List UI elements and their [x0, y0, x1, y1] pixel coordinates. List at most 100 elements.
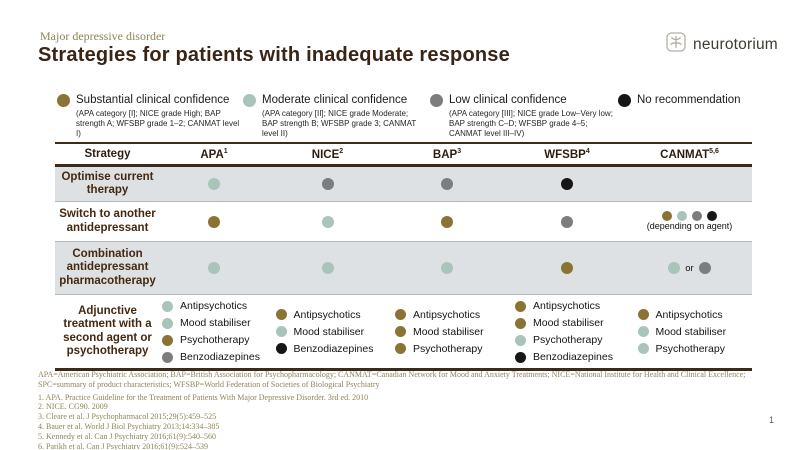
treatment-item: Mood stabiliser — [515, 317, 619, 329]
substantial-confidence-dot — [515, 300, 526, 312]
treatment-label: Benzodiazepines — [293, 342, 374, 355]
recommendation-cell — [160, 242, 268, 294]
legend-detail: (APA category [I]; NICE grade High; BAP … — [76, 109, 240, 138]
treatment-item: Psychotherapy — [162, 334, 266, 346]
treatment-item: Antipsychotics — [395, 309, 499, 321]
treatment-item: Antipsychotics — [162, 300, 266, 312]
page-title: Strategies for patients with inadequate … — [38, 44, 510, 66]
recommendation-cell — [507, 167, 627, 201]
moderate-confidence-dot — [441, 262, 453, 274]
recommendation-cell — [507, 202, 627, 241]
treatment-item: Mood stabiliser — [275, 326, 380, 338]
reference-item: 1. APA. Practice Guideline for the Treat… — [38, 392, 369, 402]
reference-item: 6. Parikh et al. Can J Psychiatry 2016;6… — [38, 442, 208, 450]
legend-item-substantial: Substantial clinical confidence(APA cate… — [57, 94, 240, 138]
table-row: Combination antidepressant pharmacothera… — [55, 242, 752, 295]
moderate-confidence-dot — [275, 326, 287, 337]
moderate-confidence-dot — [515, 334, 526, 346]
recommendation-cell: (depending on agent) — [627, 202, 752, 241]
table-row: Optimise current therapy — [55, 167, 752, 202]
treatment-item: Antipsychotics — [275, 308, 380, 321]
low-confidence-dot — [441, 178, 453, 190]
legend-item-low: Low clinical confidence(APA category [II… — [430, 94, 613, 138]
moderate-confidence-dot — [321, 262, 334, 274]
moderate-confidence-dot — [208, 178, 220, 190]
treatment-label: Psychotherapy — [180, 334, 250, 346]
low-confidence-dot — [698, 262, 711, 274]
substantial-confidence-dot — [441, 215, 453, 228]
legend-text: Substantial clinical confidence(APA cate… — [76, 94, 240, 138]
treatment-label: Benzodiazepines — [533, 351, 613, 363]
substantial-confidence-dot — [637, 309, 649, 320]
treatment-item: Mood stabiliser — [637, 326, 742, 338]
page-number: 1 — [769, 415, 775, 425]
treatment-item: Antipsychotics — [515, 300, 619, 312]
moderate-confidence-dot — [243, 94, 256, 107]
substantial-confidence-dot — [162, 334, 173, 346]
low-confidence-dot — [561, 215, 573, 228]
treatment-item: Antipsychotics — [637, 308, 742, 321]
treatment-item: Mood stabiliser — [162, 317, 266, 329]
logo: neurotorium — [664, 30, 778, 59]
footer: APA=American Psychiatric Association; BA… — [38, 370, 762, 450]
substantial-confidence-dot — [57, 94, 70, 107]
none-confidence-dot — [706, 211, 717, 222]
treatment-label: Benzodiazepines — [180, 351, 260, 363]
substantial-confidence-dot — [208, 215, 220, 228]
recommendation-cell — [387, 167, 507, 201]
legend-label: Moderate clinical confidence — [262, 94, 408, 106]
low-confidence-dot — [430, 94, 443, 107]
none-confidence-dot — [515, 351, 526, 363]
treatment-item: Psychotherapy — [637, 342, 742, 355]
strategy-label: Combination antidepressant pharmacothera… — [59, 248, 156, 287]
logo-text: neurotorium — [693, 35, 778, 53]
pair-joiner: or — [685, 262, 694, 274]
treatment-item: Benzodiazepines — [275, 342, 380, 355]
column-header-nice: NICE2 — [311, 147, 344, 161]
treatment-label: Antipsychotics — [180, 300, 248, 312]
legend-detail: (APA category [III]; NICE grade Low–Very… — [449, 109, 613, 138]
treatment-item: Psychotherapy — [515, 334, 619, 346]
treatment-label: Antipsychotics — [655, 308, 723, 321]
column-header-apa: APA1 — [200, 147, 228, 161]
dot-pair: or — [668, 262, 711, 274]
treatment-item: Psychotherapy — [395, 343, 499, 355]
recommendation-cell — [268, 167, 387, 201]
treatment-label: Mood stabiliser — [413, 325, 484, 338]
reference-item: 5. Kennedy et al. Can J Psychiatry 2016;… — [38, 432, 216, 442]
abbreviations: APA=American Psychiatric Association; BA… — [38, 370, 746, 389]
eyebrow: Major depressive disorder — [40, 29, 166, 43]
legend-item-none: No recommendation — [618, 94, 741, 107]
substantial-confidence-dot — [395, 309, 406, 320]
substantial-confidence-dot — [395, 326, 406, 337]
recommendation-cell — [268, 202, 387, 241]
column-header-canmat: CANMAT5,6 — [660, 147, 719, 161]
recommendation-cell — [160, 167, 268, 201]
treatment-item: Mood stabiliser — [395, 326, 499, 338]
cluster-caption: (depending on agent) — [646, 221, 733, 232]
legend-text: Low clinical confidence(APA category [II… — [449, 94, 613, 138]
legend-item-moderate: Moderate clinical confidence(APA categor… — [243, 94, 426, 138]
substantial-confidence-dot — [275, 309, 287, 320]
treatment-label: Psychotherapy — [655, 342, 725, 355]
recommendation-cell — [507, 242, 627, 294]
treatment-label: Mood stabiliser — [533, 317, 604, 329]
recommendation-cell — [268, 242, 387, 294]
none-confidence-dot — [561, 178, 573, 190]
column-header-strategy: Strategy — [84, 148, 131, 160]
recommendation-cell — [387, 242, 507, 294]
strategy-label: Optimise current therapy — [61, 170, 154, 196]
low-confidence-dot — [162, 351, 173, 363]
reference-item: 4. Bauer et al. World J Biol Psychiatry … — [38, 422, 220, 432]
substantial-confidence-dot — [561, 262, 573, 274]
recommendation-cell — [387, 202, 507, 241]
treatment-label: Antipsychotics — [293, 308, 361, 321]
